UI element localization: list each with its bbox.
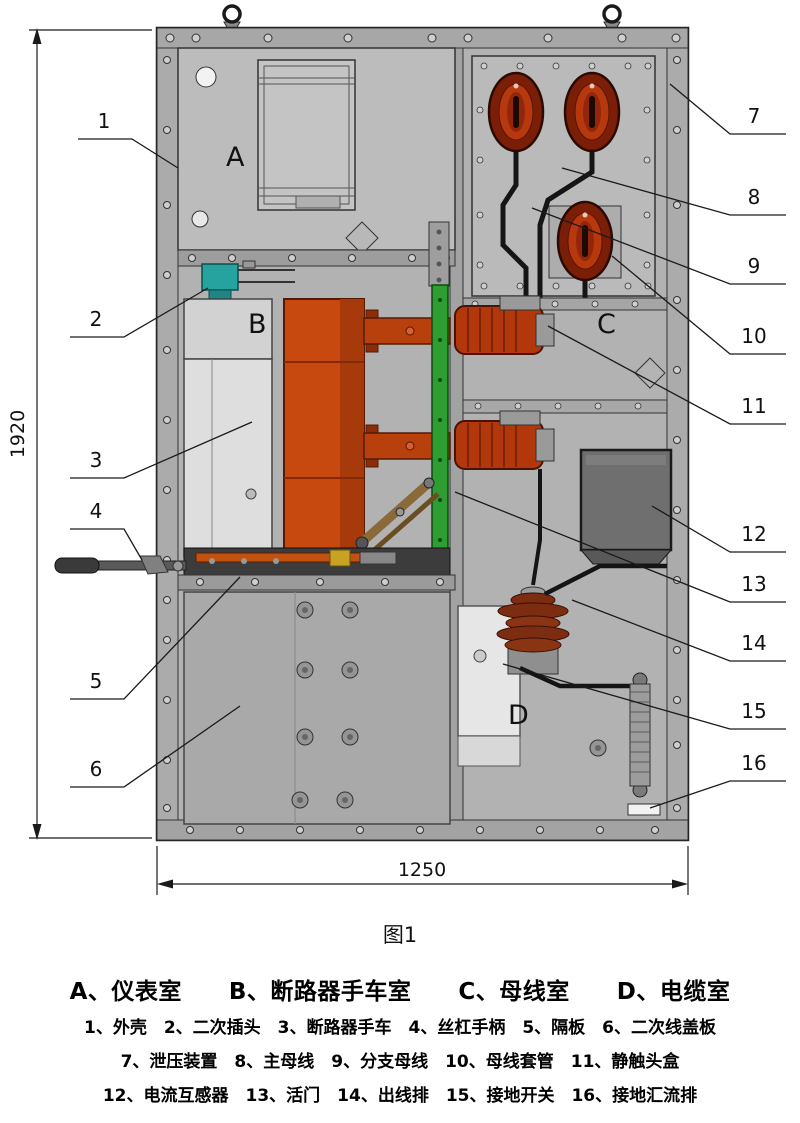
static-contact-box-upper [499, 295, 541, 311]
compartment-c-busbar-room [462, 55, 668, 414]
divider-c-lower-bolts [474, 402, 642, 410]
cable-conductors [519, 563, 667, 689]
dimension-width-label: 1250 [398, 859, 446, 881]
breaker-body [283, 298, 365, 558]
cable-room-bolts-right [589, 739, 607, 757]
grounding-bar [629, 672, 651, 798]
callout-8-leader [561, 167, 786, 216]
branch-busbar-bushing [556, 200, 614, 282]
callout-6-leader [70, 705, 241, 788]
compartment-label-d: D [508, 700, 529, 731]
lead-screw-handle [54, 555, 187, 575]
callout-12-label: 12 [741, 522, 766, 546]
main-busbar-bushing-2 [563, 71, 621, 153]
callout-2-leader [70, 287, 209, 338]
dimension-width [156, 846, 689, 895]
callout-5-leader [70, 576, 241, 700]
static-contact-box-lower [499, 410, 541, 426]
compartment-label-b: B [248, 309, 267, 340]
callout-leaders-left [70, 138, 253, 788]
callout-13-label: 13 [741, 572, 766, 596]
callout-2-label: 2 [90, 307, 103, 331]
secondary-plug [201, 260, 295, 300]
callout-16-leader [649, 780, 786, 809]
callout-15-label: 15 [741, 699, 766, 723]
frame-bolts [163, 33, 681, 834]
dim-arrow-right [672, 879, 688, 889]
compartment-b-breaker-room [54, 260, 555, 591]
current-transformer-box [579, 448, 673, 565]
grounding-busbar-strip [627, 803, 661, 816]
busbar-conductors [500, 151, 595, 298]
lifting-eye-right [602, 4, 622, 30]
callout-14-leader [571, 599, 786, 662]
figure-caption: 图1 [382, 923, 418, 947]
divider-b-d-bolts [196, 578, 444, 586]
bottom-mechanism [183, 547, 451, 576]
outlet-conductor [531, 469, 542, 586]
callout-1-label: 1 [98, 109, 111, 133]
callout-7-leader [669, 83, 786, 135]
dimension-height-label: 1920 [7, 410, 29, 458]
callout-leaders-right [454, 83, 786, 809]
callout-10-label: 10 [741, 324, 766, 348]
compartment-a-instrument-room [177, 47, 456, 287]
diamond-plate-right [634, 357, 666, 389]
callout-16-label: 16 [741, 751, 766, 775]
callout-6-label: 6 [90, 757, 103, 781]
callout-7-label: 7 [748, 104, 761, 128]
callout-3-leader [70, 421, 253, 479]
breaker-handcart [183, 298, 273, 558]
callout-4-leader [70, 528, 143, 561]
dim-arrow-left [157, 879, 173, 889]
dimension-height [29, 29, 152, 839]
callout-5-label: 5 [90, 669, 103, 693]
callout-13-leader [454, 491, 786, 603]
compartment-d-cable-room [183, 448, 673, 825]
callout-9-label: 9 [748, 254, 761, 278]
lifting-eye-left [222, 4, 242, 30]
legend-compartments-line: A、仪表室 B、断路器手车室 C、母线室 D、电缆室 [69, 979, 731, 1005]
compartment-label-a: A [226, 142, 245, 173]
callout-10-leader [611, 255, 786, 355]
cable-insulator [496, 586, 570, 675]
panel-hole-small [191, 210, 209, 228]
column-block-bolts [436, 229, 442, 283]
callout-11-label: 11 [741, 394, 766, 418]
callout-1-leader [78, 138, 179, 169]
callout-14-label: 14 [741, 631, 766, 655]
shutter-bar [431, 284, 449, 578]
switchgear-diagram: 1920 1250 [7, 4, 786, 895]
callout-11-leader [547, 325, 786, 425]
dim-arrow-bottom [32, 824, 42, 840]
callout-8-label: 8 [748, 185, 761, 209]
dim-arrow-top [32, 28, 42, 44]
cable-room-panel [183, 591, 451, 825]
linkage-arm [355, 477, 440, 554]
instrument-panel [257, 59, 356, 211]
legend-parts-line-1: 1、外壳 2、二次插头 3、断路器手车 4、丝杠手柄 5、隔板 6、二次线盖板 [84, 1018, 716, 1038]
main-busbar-bushing-1 [487, 71, 545, 153]
callout-4-label: 4 [90, 499, 103, 523]
panel-hole [195, 66, 217, 88]
callout-15-leader [502, 663, 786, 730]
callout-3-label: 3 [90, 448, 103, 472]
compartment-label-c: C [597, 309, 616, 340]
cable-room-bolts [291, 601, 359, 809]
divider-c-lower [462, 399, 668, 414]
legend-parts-line-3: 12、电流互感器 13、活门 14、出线排 15、接地开关 16、接地汇流排 [102, 1086, 698, 1106]
callout-9-leader [531, 207, 786, 285]
callout-12-leader [651, 505, 786, 553]
legend-parts-line-2: 7、泄压装置 8、主母线 9、分支母线 10、母线套管 11、静触头盒 [120, 1052, 680, 1072]
